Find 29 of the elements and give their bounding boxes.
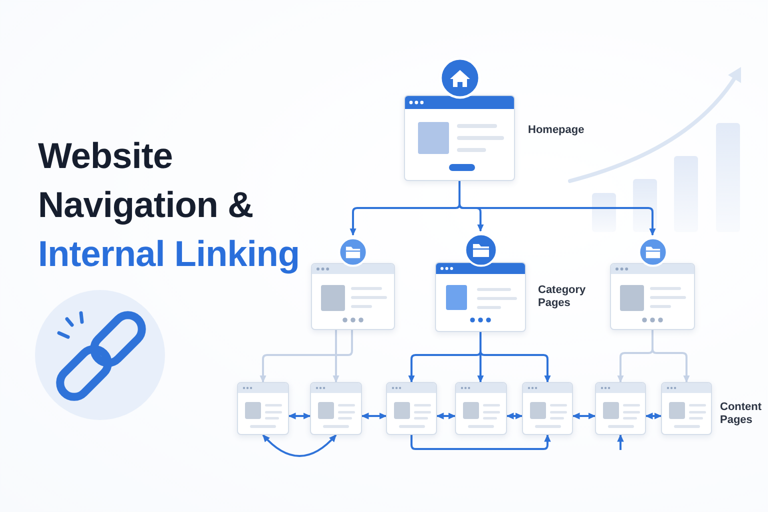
- browser-window: [310, 382, 362, 435]
- title: Website Navigation &: [38, 134, 254, 227]
- browser-window: [404, 95, 515, 181]
- browser-window: [435, 262, 526, 332]
- arrow: [288, 412, 311, 420]
- tier-label: Content Pages: [720, 401, 763, 427]
- browser-window: [522, 382, 573, 435]
- arrow: [572, 412, 596, 420]
- browser-window: [386, 382, 437, 435]
- arrow: [645, 412, 662, 420]
- browser-window: [595, 382, 646, 435]
- arrow: [260, 330, 353, 383]
- arrow: [617, 434, 624, 450]
- tier-label: Homepage: [528, 124, 584, 137]
- arrow: [652, 330, 690, 383]
- arrow: [361, 412, 387, 420]
- browser-window: [610, 263, 695, 330]
- browser-window: [237, 382, 289, 435]
- browser-window: [661, 382, 712, 435]
- tier-label: Category Pages: [538, 284, 587, 310]
- browser-window: [455, 382, 507, 435]
- browser-window: [311, 263, 395, 330]
- arrow: [332, 330, 340, 383]
- subtitle: Internal Linking: [38, 232, 300, 276]
- arrow: [480, 332, 551, 383]
- arrow: [506, 412, 523, 420]
- arrow: [436, 412, 456, 420]
- arrow: [262, 434, 337, 457]
- arrow: [458, 181, 656, 236]
